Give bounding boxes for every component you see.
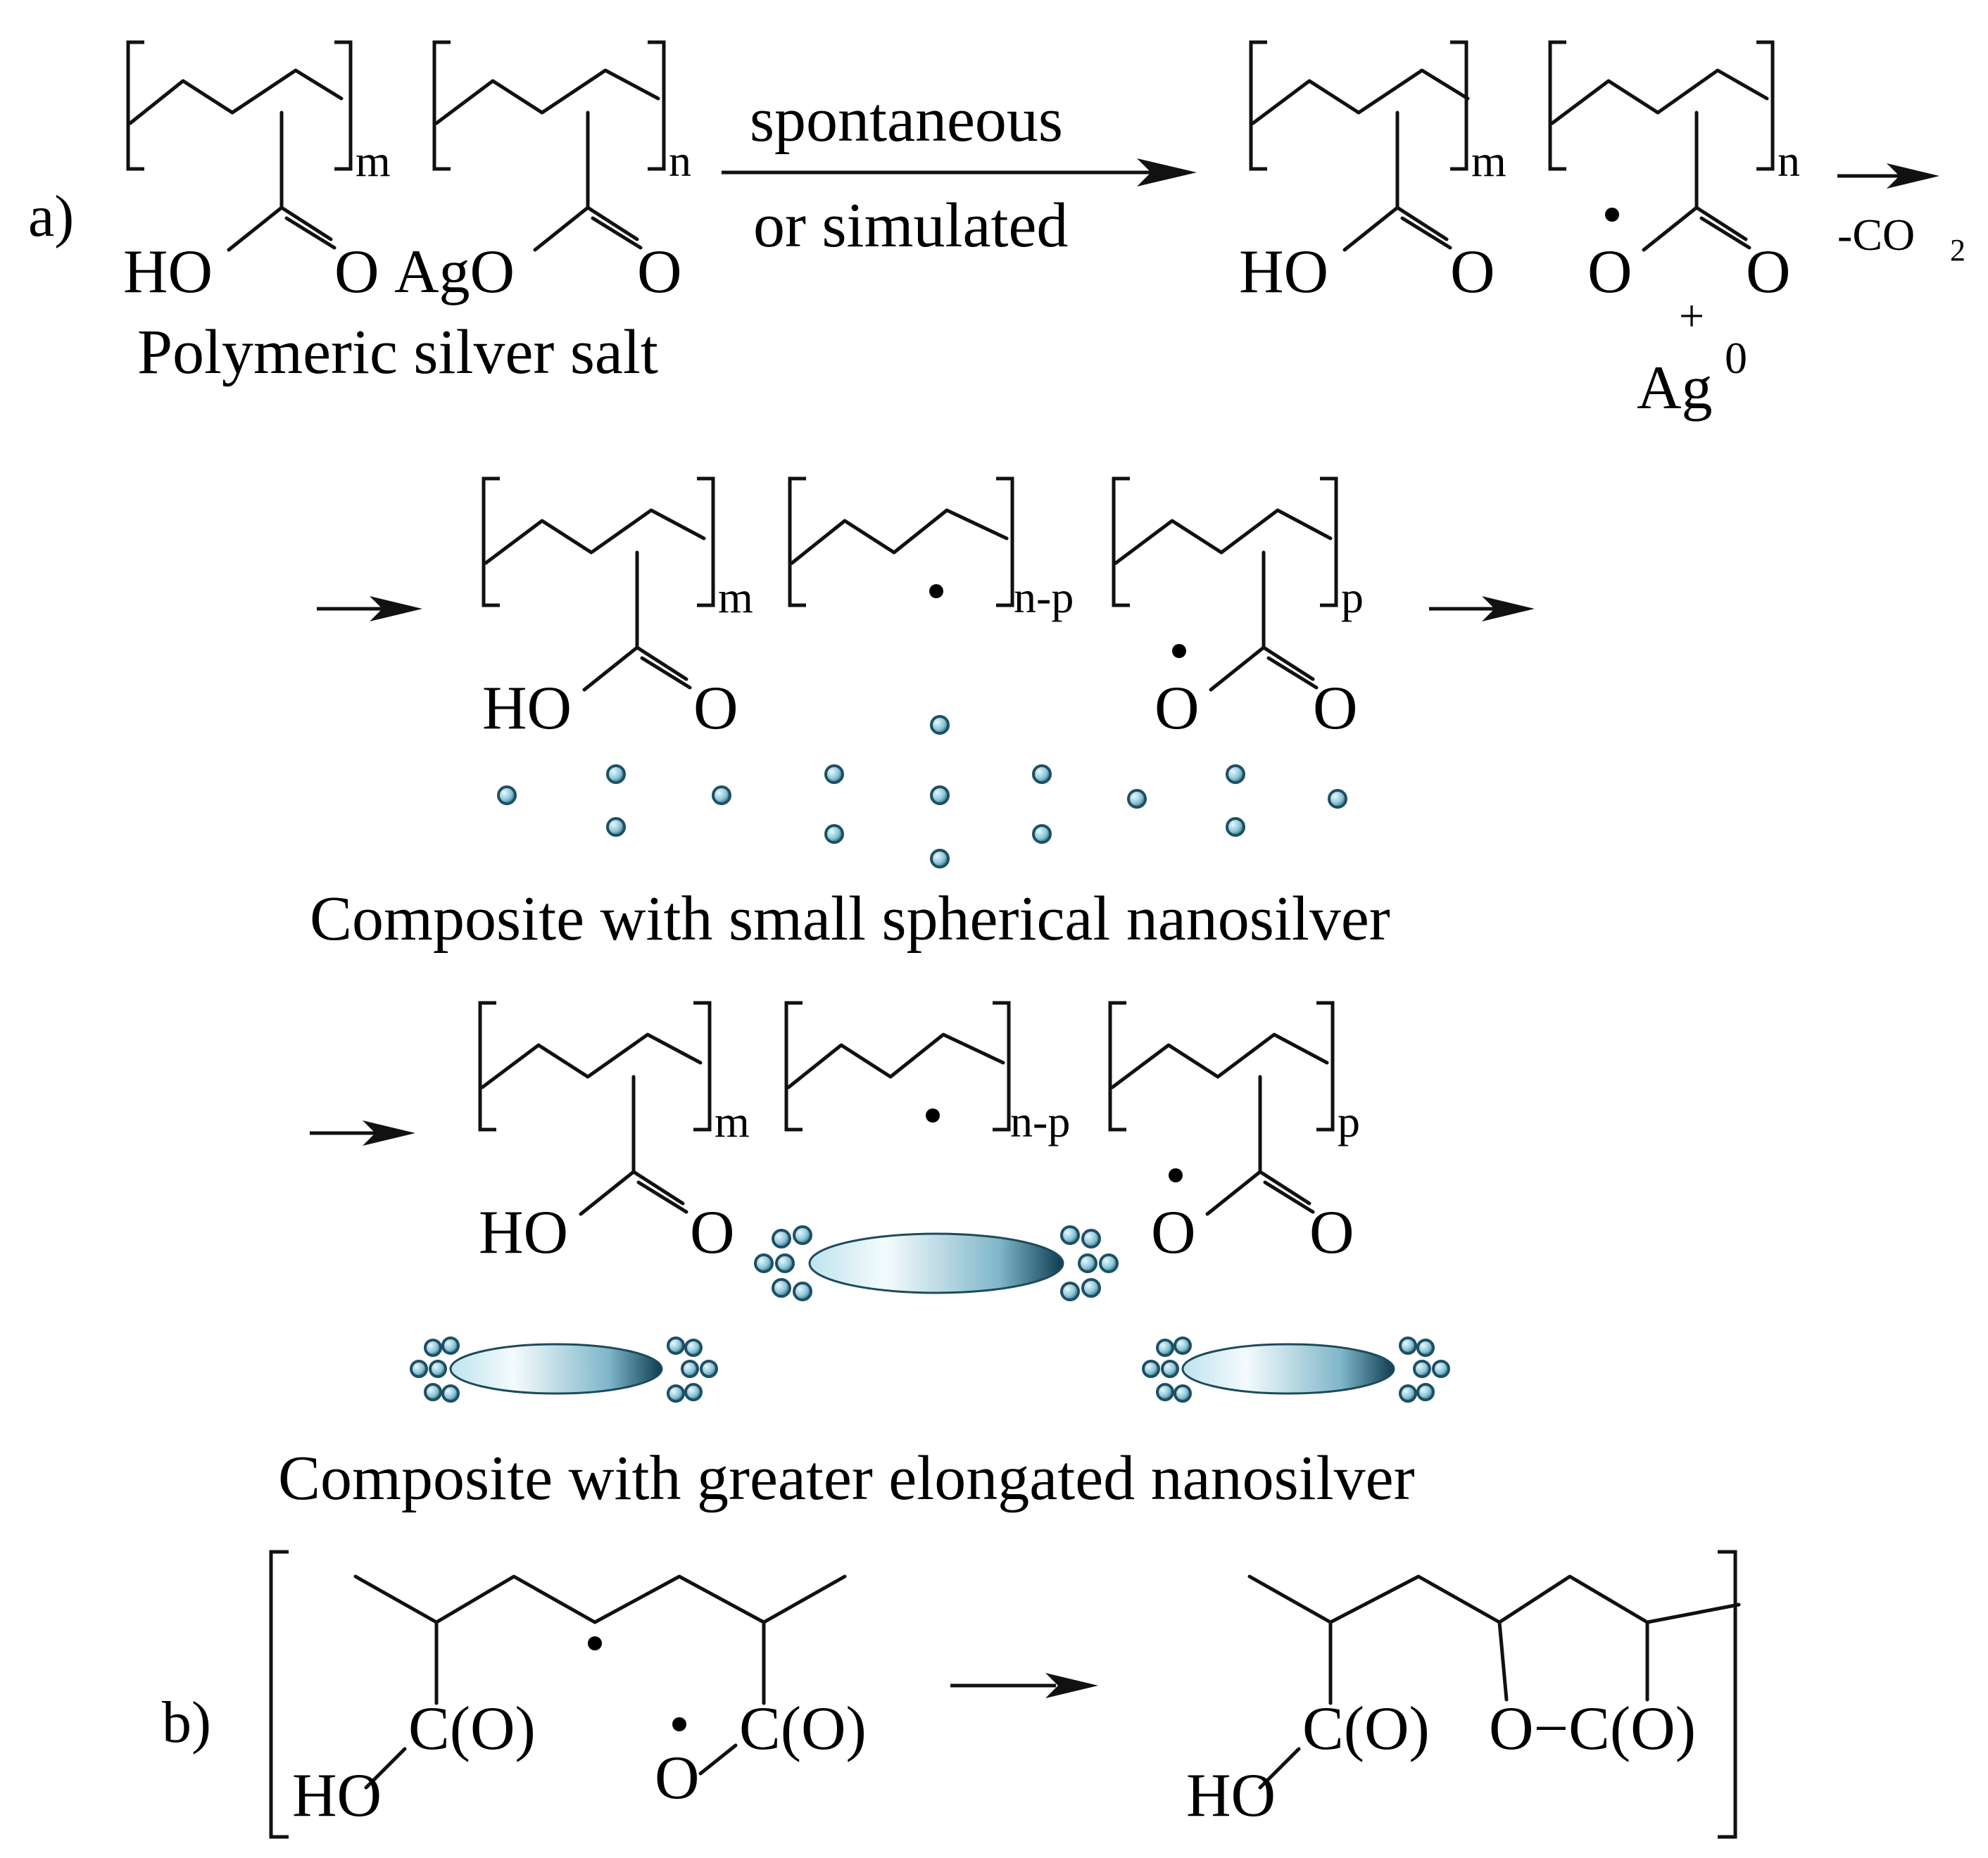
svg-text:O: O [690, 1199, 735, 1267]
svg-text:O: O [1587, 238, 1632, 306]
reactant-polymeric-silver-salt: m n [126, 40, 691, 210]
reaction-arrow-spontaneous: spontaneous or simulated [722, 85, 1197, 260]
arrow-row3 [310, 1120, 415, 1146]
svg-text:m: m [356, 136, 391, 186]
elongated-nanosilver-left [410, 1336, 718, 1403]
svg-text:n-p: n-p [1014, 572, 1074, 622]
carboxyl-group: HO O [123, 206, 379, 306]
svg-text:O: O [693, 674, 738, 742]
svg-text:O: O [1450, 238, 1495, 306]
svg-text:m: m [715, 1097, 750, 1146]
svg-text:p: p [1341, 572, 1364, 622]
part-a-label: a) [28, 184, 74, 249]
svg-text:O: O [655, 1744, 700, 1812]
svg-text:HO: HO [1186, 1762, 1276, 1830]
arrow-to-small-composite [317, 596, 422, 621]
svg-text:O: O [1313, 674, 1358, 742]
radical-dot [926, 1108, 940, 1123]
svg-text:spontaneous: spontaneous [750, 85, 1063, 155]
svg-text:HO: HO [123, 238, 213, 306]
svg-text:n: n [669, 136, 691, 186]
part-b-bracket-right [1718, 1550, 1737, 1839]
svg-text:AgO: AgO [394, 238, 515, 306]
polymer-small-composite: m n-p p HO O O O [482, 476, 1364, 742]
intermediate-carboxyl-radical: m n HO O O O + Ag 0 [1239, 40, 1800, 422]
svg-text:O: O [1151, 1199, 1196, 1267]
svg-text:n-p: n-p [1010, 1097, 1070, 1146]
radical-dot [672, 1717, 686, 1731]
svg-text:0: 0 [1725, 333, 1747, 383]
arrow-to-elongated-composite [1429, 596, 1535, 621]
svg-text:or simulated: or simulated [753, 191, 1068, 260]
radical-dot [929, 584, 943, 598]
small-spherical-nanosilver [497, 715, 1347, 868]
svg-text:2: 2 [1950, 233, 1965, 267]
decarboxylation-arrow: -CO 2 [1837, 163, 1965, 267]
part-b-bracket-left [269, 1550, 289, 1839]
svg-text:HO: HO [292, 1762, 382, 1830]
svg-text:HO: HO [1239, 238, 1328, 306]
elongated-nanosilver-right [1142, 1336, 1450, 1403]
svg-text:C(O): C(O) [1302, 1695, 1430, 1763]
elongated-nanosilver-center [754, 1225, 1119, 1301]
silver-carboxylate-group: AgO O [394, 206, 682, 306]
svg-text:O: O [1309, 1199, 1354, 1267]
lactone-product-structure: C(O) HO O−C(O) [1186, 1574, 1741, 1830]
svg-text:p: p [1338, 1097, 1360, 1146]
svg-text:m: m [718, 572, 753, 622]
radical-dot [1169, 1168, 1183, 1182]
svg-text:n: n [1778, 136, 1800, 186]
svg-text:HO: HO [479, 1199, 568, 1267]
svg-text:-CO: -CO [1837, 210, 1915, 260]
plus-sign: + [1679, 291, 1704, 341]
caption-elongated: Composite with greater elongated nanosil… [278, 1443, 1415, 1513]
diradical-structure: C(O) HO C(O) O [292, 1574, 867, 1830]
caption-polymeric-silver-salt: Polymeric silver salt [137, 317, 658, 387]
svg-text:m: m [1471, 136, 1506, 186]
caption-small-spherical: Composite with small spherical nanosilve… [310, 884, 1390, 954]
part-b-arrow [950, 1673, 1098, 1698]
radical-dot [1605, 208, 1619, 222]
svg-text:C(O): C(O) [739, 1695, 867, 1763]
svg-text:O−C(O): O−C(O) [1489, 1695, 1696, 1763]
svg-text:O: O [637, 238, 682, 306]
radical-dot [1172, 644, 1186, 658]
svg-text:C(O): C(O) [408, 1695, 536, 1763]
svg-text:O: O [334, 238, 379, 306]
svg-text:HO: HO [482, 674, 572, 742]
svg-text:O: O [1746, 238, 1791, 306]
svg-text:O: O [1155, 674, 1200, 742]
radical-dot [588, 1636, 602, 1650]
part-b-label: b) [162, 1690, 211, 1755]
polymer-elongated-composite: m n-p p HO O O O [478, 1001, 1360, 1267]
silver-atom-label: Ag [1637, 354, 1713, 422]
